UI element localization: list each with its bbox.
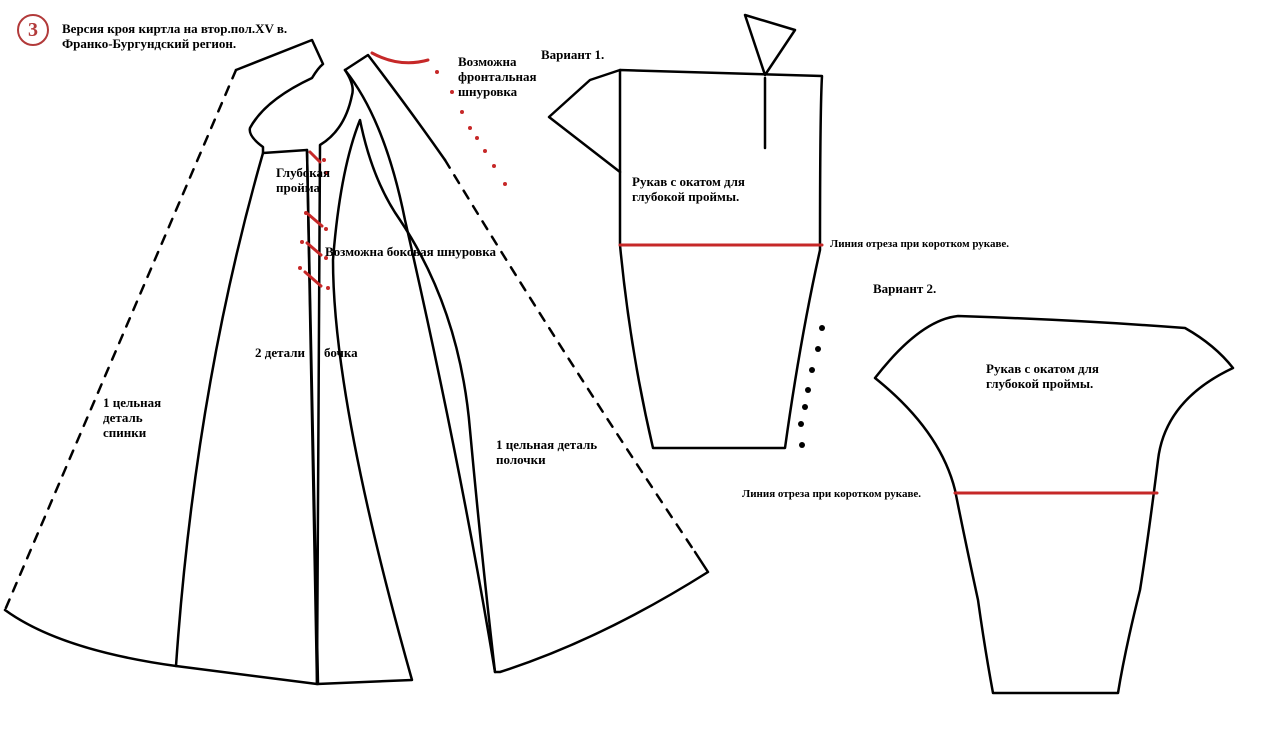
sleeve1-line-1: Рукав с окатом для [632,174,745,189]
two-parts-label: 2 детали [255,345,306,360]
front-lacing-line-3: шнуровка [458,84,518,99]
front-piece-line-2: полочки [496,452,546,467]
front-piece-line-1: 1 цельная деталь [496,437,598,452]
variant1-label: Вариант 1. [541,47,605,62]
cut-line2-label: Линия отреза при коротком рукаве. [742,488,922,500]
front-piece-label: 1 цельная деталь полочки [496,437,597,467]
pattern-number-badge: 3 [17,14,49,46]
sleeve1-dart [743,13,797,150]
back-piece-label: 1 цельная деталь спинки [103,395,161,440]
sleeve1-label: Рукав с окатом для глубокой проймы. [632,174,745,204]
sleeve1-button-dots [798,325,825,448]
side-piece-outline [174,148,319,686]
front-piece-outline [315,68,710,686]
side-lacing-slash-4 [303,270,323,288]
sleeve1-outline [618,68,824,450]
front-lacing-label: Возможна фронтальная шнуровка [458,54,537,99]
front-piece-dashed-edge [443,158,697,554]
deep-armhole-label: Глубокая пройма [276,165,330,195]
side-lacing-slash-1 [308,150,322,164]
cut-line1-label: Линия отреза при коротком рукаве. [830,238,1010,250]
sleeve2-line-1: Рукав с окатом для [986,361,1099,376]
back-piece-line-2: деталь [103,410,143,425]
variant2-label: Вариант 2. [873,281,937,296]
sleeve2-label: Рукав с окатом для глубокой проймы. [986,361,1099,391]
side-lacing-slash-3 [305,241,323,257]
front-lacing-line-1: Возможна [458,54,517,69]
title-line-1: Версия кроя киртла на втор.пол.XV в. [62,21,288,36]
side-piece-label: бочка [324,345,358,360]
side-lacing-label: Возможна боковая шнуровка [325,244,497,259]
pattern-title: Версия кроя киртла на втор.пол.XV в. Фра… [62,21,287,51]
front-piece-outline-2 [343,68,497,674]
deep-armhole-line-1: Глубокая [276,165,331,180]
front-piece-neck [343,53,447,162]
back-piece-outline [3,38,325,668]
side-lacing-slash-2 [306,212,324,228]
sleeve1-cap-wing [547,68,622,174]
front-lacing-line-2: фронтальная [458,69,537,84]
back-piece-dashed-edge [3,68,238,612]
lacing-dots [298,70,507,290]
sleeve2-outline [873,314,1235,695]
back-piece-line-1: 1 цельная [103,395,162,410]
sleeve1-line-2: глубокой проймы. [632,189,740,204]
title-line-2: Франко-Бургундский регион. [62,36,237,51]
deep-armhole-line-2: пройма [276,180,320,195]
side-piece-inner-line [305,148,320,686]
neckline-red-curve [370,51,430,65]
sleeve2-line-2: глубокой проймы. [986,376,1094,391]
back-piece-line-3: спинки [103,425,147,440]
